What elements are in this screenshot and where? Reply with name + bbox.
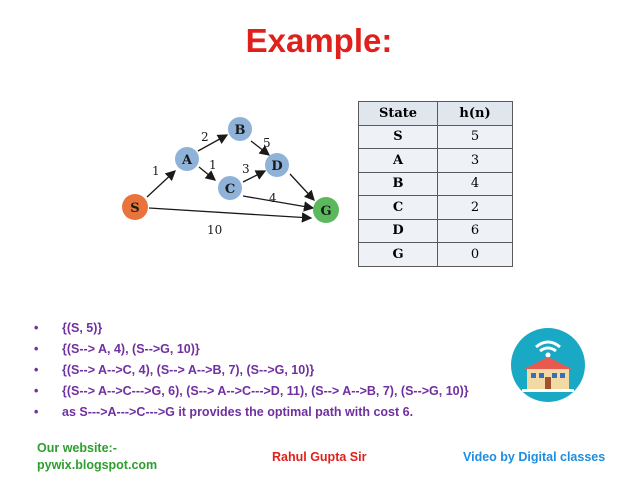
table-row: A 3 (358, 148, 513, 173)
edge-label-s-g: 10 (207, 223, 222, 237)
table-cell-hn: 4 (437, 171, 513, 196)
table-cell-hn: 2 (437, 195, 513, 220)
list-item-text: {(S--> A-->C--->G, 6), (S--> A-->C--->D,… (62, 384, 469, 398)
list-item-text: as S--->A--->C--->G it provides the opti… (62, 405, 414, 419)
list-item: • {(S--> A-->C, 4), (S--> A-->B, 7), (S--… (34, 360, 469, 381)
edge-d-g (289, 173, 315, 201)
website-label: Our website:- (37, 441, 117, 455)
edge-label-a-c: 1 (209, 158, 217, 172)
author-name: Rahul Gupta Sir (272, 450, 367, 464)
list-item: • {(S, 5)} (34, 318, 469, 339)
node-s-circle (122, 194, 148, 220)
table-cell-state: D (358, 218, 438, 243)
edge-label-a-b: 2 (201, 130, 209, 144)
bullet-glyph: • (34, 405, 39, 419)
table-cell-hn: 6 (437, 218, 513, 243)
edge-s-a (146, 170, 176, 198)
table-cell-state: S (358, 124, 438, 149)
node-a-label: A (181, 153, 193, 168)
list-item: • {(S--> A, 4), (S-->G, 10)} (34, 339, 469, 360)
list-item: • as S--->A--->C--->G it provides the opt… (34, 402, 469, 423)
table-row: D 6 (358, 218, 513, 243)
table-row: S 5 (358, 124, 513, 149)
node-g-label: G (320, 204, 331, 219)
table-cell-hn: 3 (437, 148, 513, 173)
website-info: Our website:- pywix.blogspot.com (37, 440, 157, 474)
node-a-circle (175, 147, 199, 171)
node-b-label: B (235, 123, 246, 138)
edge-label-b-d: 5 (263, 136, 271, 150)
table-row: B 4 (358, 171, 513, 196)
node-b-circle (228, 117, 252, 141)
table-cell-state: B (358, 171, 438, 196)
node-d-label: D (271, 159, 282, 174)
list-item-text: {(S--> A, 4), (S-->G, 10)} (62, 342, 200, 356)
edge-label-c-g: 4 (269, 191, 277, 205)
node-c-circle (218, 176, 242, 200)
edge-c-d (242, 170, 267, 183)
slide-title: Example: (245, 22, 393, 59)
search-graph: 1 2 1 5 3 4 10 S A B C D G (122, 117, 339, 237)
bullet-glyph: • (34, 384, 39, 398)
bullet-glyph: • (34, 363, 39, 377)
node-d-circle (265, 153, 289, 177)
edge-s-g (148, 207, 313, 223)
list-item-text: {(S--> A-->C, 4), (S--> A-->B, 7), (S-->… (62, 363, 315, 377)
open-list-steps: • {(S, 5)} • {(S--> A, 4), (S-->G, 10)} • {… (34, 318, 469, 423)
video-credit: Video by Digital classes (463, 450, 606, 464)
table-cell-hn: 0 (437, 242, 513, 267)
node-g-circle (313, 197, 339, 223)
edge-label-s-a: 1 (152, 164, 160, 178)
list-item: • {(S--> A-->C--->G, 6), (S--> A-->C--->D… (34, 381, 469, 402)
table-cell-hn: 5 (437, 124, 513, 149)
bullet-glyph: • (34, 342, 39, 356)
edge-label-c-d: 3 (242, 162, 250, 176)
edge-b-d (250, 140, 271, 156)
table-header-state: State (358, 101, 438, 126)
table-header-hn: h(n) (437, 101, 513, 126)
list-item-text: {(S, 5)} (62, 321, 103, 335)
heuristic-table: State h(n) S 5 A 3 B 4 C 2 D 6 G 0 (358, 101, 513, 267)
school-wifi-icon (511, 328, 585, 402)
node-c-label: C (225, 182, 235, 197)
edge-a-c (198, 166, 217, 181)
website-url[interactable]: pywix.blogspot.com (37, 458, 158, 472)
table-row: G 0 (358, 242, 513, 267)
table-cell-state: C (358, 195, 438, 220)
bullet-glyph: • (34, 321, 39, 335)
table-row: C 2 (358, 195, 513, 220)
edge-c-g (242, 195, 315, 212)
node-s-label: S (130, 201, 139, 216)
table-cell-state: A (358, 148, 438, 173)
table-header-row: State h(n) (358, 101, 513, 126)
table-cell-state: G (358, 242, 438, 267)
edge-a-b (197, 134, 229, 152)
